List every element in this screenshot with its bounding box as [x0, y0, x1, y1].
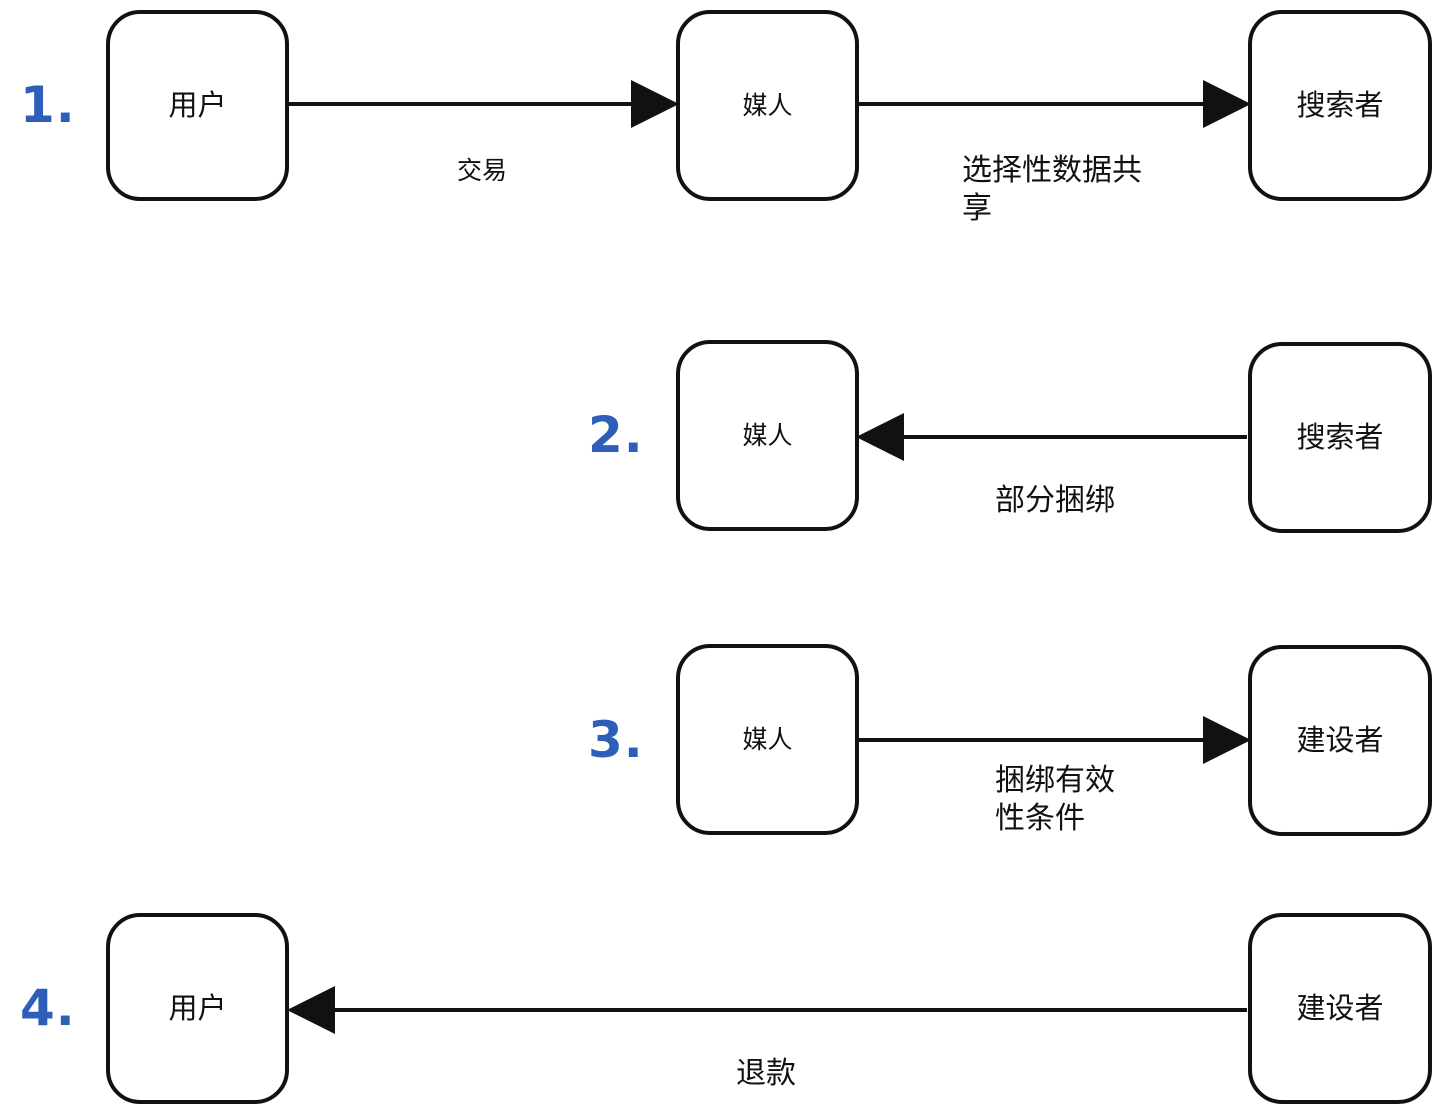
- user-node-row1-label: 用户: [168, 87, 227, 122]
- searcher-node-row2-label: 搜索者: [1296, 419, 1384, 454]
- step-4-number: 4.: [20, 979, 76, 1037]
- builder-node-row4: 建设者: [1248, 913, 1432, 1104]
- searcher-node-row2: 搜索者: [1248, 342, 1432, 533]
- searcher-node-row1-label: 搜索者: [1296, 87, 1384, 122]
- edge-label-transaction: 交易: [457, 156, 508, 185]
- matchmaker-node-row3-label: 媒人: [742, 724, 793, 754]
- step-2-number: 2.: [588, 406, 644, 464]
- matchmaker-node-row3: 媒人: [676, 644, 859, 835]
- searcher-node-row1: 搜索者: [1248, 10, 1432, 201]
- edge-label-selective-data-sharing: 选择性数据共享: [962, 153, 1142, 227]
- step-3-number: 3.: [588, 711, 644, 769]
- user-node-row1: 用户: [106, 10, 289, 201]
- builder-node-row3-label: 建设者: [1296, 722, 1384, 757]
- matchmaker-node-row1: 媒人: [676, 10, 859, 201]
- step-1-number: 1.: [20, 76, 76, 134]
- edge-label-partial-bundle: 部分捆绑: [995, 483, 1115, 518]
- matchmaker-node-row2-label: 媒人: [742, 420, 793, 450]
- matchmaker-node-row2: 媒人: [676, 340, 859, 531]
- matchmaker-node-row1-label: 媒人: [742, 90, 793, 120]
- builder-node-row3: 建设者: [1248, 645, 1432, 836]
- builder-node-row4-label: 建设者: [1296, 990, 1384, 1025]
- user-node-row4: 用户: [106, 913, 289, 1104]
- edge-label-refund: 退款: [736, 1056, 796, 1091]
- edge-label-bundle-validity-condition: 捆绑有效性条件: [995, 763, 1115, 837]
- user-node-row4-label: 用户: [168, 990, 227, 1025]
